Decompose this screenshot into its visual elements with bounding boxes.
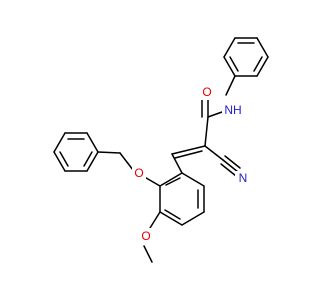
bond-ch2-phenyl	[97, 151, 121, 154]
ether-oxygen: O	[134, 166, 143, 180]
amide-nitrogen: NH	[224, 103, 241, 117]
central-aromatic-ring	[159, 172, 205, 226]
bond-methoxy-ch3	[143, 245, 153, 263]
bond-nitrile-1	[222, 159, 239, 173]
bond-double-inner	[83, 151, 93, 167]
bond-ether-ch2	[119, 152, 134, 171]
phenyl-ring-top	[223, 37, 269, 77]
bond-double-inner	[164, 209, 181, 220]
nitrile-nitrogen: N	[239, 171, 248, 185]
bond-calpha-cn	[204, 145, 224, 161]
bond	[223, 37, 236, 58]
bond	[159, 211, 183, 226]
benzyl-phenyl-ring	[53, 132, 99, 172]
label-bg	[235, 171, 249, 187]
bond-double-inner	[229, 56, 239, 72]
bond-n-phenyl	[225, 75, 236, 96]
bond-c-calpha	[204, 116, 209, 147]
carbonyl-oxygen: O	[202, 85, 211, 99]
bond	[86, 132, 99, 153]
bond	[86, 151, 99, 172]
molecule-structure: O NH N O O	[53, 37, 269, 263]
molecule-canvas: O NH N O O	[53, 37, 269, 263]
methoxy-oxygen: O	[141, 229, 150, 243]
label-bg	[222, 103, 244, 119]
bond-aryl-methoxy-o	[149, 211, 161, 229]
bond-double-inner	[253, 56, 263, 72]
bond	[159, 172, 183, 187]
bond-double-inner	[59, 151, 69, 167]
bond-double-inner	[165, 177, 181, 186]
label-bg	[132, 166, 146, 182]
bond-alkene-1	[171, 145, 206, 155]
bond-nitrile-2	[224, 155, 241, 169]
bond	[181, 211, 205, 226]
bond	[53, 132, 66, 153]
bond	[181, 172, 205, 187]
bond-vinyl-aryl	[171, 153, 183, 174]
bond-nitrile-3	[220, 163, 237, 177]
bond	[223, 56, 236, 77]
bond-c-n	[207, 111, 223, 118]
label-bg	[139, 228, 153, 244]
bond	[256, 37, 269, 58]
label-bg	[200, 84, 216, 100]
bond	[53, 151, 66, 172]
bond	[256, 56, 269, 77]
bond-alkene-2	[174, 150, 203, 159]
